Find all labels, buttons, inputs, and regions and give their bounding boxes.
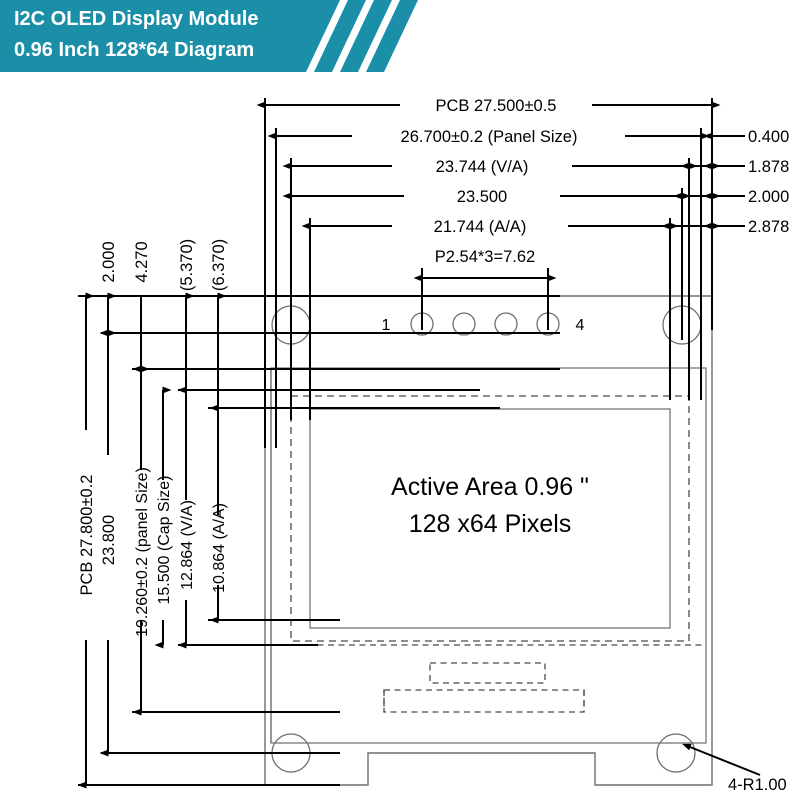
- pin-label-last: 4: [576, 317, 585, 334]
- hidden-outline-group: [265, 395, 706, 713]
- active-area-line2: 128 x64 Pixels: [409, 510, 572, 538]
- va-dashed-rect: [290, 395, 690, 642]
- dimlabel-aa-height: 10.864 (A/A): [211, 503, 228, 593]
- dimlabel-cap-height: 15.500 (Cap Size): [156, 476, 173, 605]
- radius-leader-line: [682, 743, 761, 776]
- pin-pad-2: [452, 312, 476, 336]
- left-witness-lines: [78, 295, 560, 786]
- top-left-vertical-dimension-group: 2.000 4.270 (5.370) (6.370): [99, 239, 228, 412]
- component-pad-small: [429, 662, 546, 684]
- active-area-line1: Active Area 0.96 ": [391, 473, 589, 501]
- dimlabel-va-width: 23.744 (V/A): [436, 158, 529, 176]
- dimlabel-panel-width: 26.700±0.2 (Panel Size): [401, 128, 578, 146]
- dimlabel-aa-width: 21.744 (A/A): [434, 218, 527, 236]
- banner-background: [0, 0, 340, 72]
- dimlabel-panel-height: 19.260±0.2 (panel Size): [134, 467, 151, 637]
- dimlabel-pcb-width: PCB 27.500±0.5: [436, 97, 557, 115]
- top-extension-lines: [264, 98, 713, 448]
- dimlabel-va-height: 12.864 (V/A): [179, 500, 196, 590]
- banner-stripe-1: [314, 0, 366, 72]
- dimlabel-cap-width: 23.500: [457, 188, 507, 206]
- dimlabel-right-2878: 2.878: [748, 218, 789, 236]
- dimlabel-5370-vert: (5.370): [178, 239, 196, 291]
- dimlabel-right-2000: 2.000: [748, 188, 789, 206]
- component-pad-large: [383, 689, 585, 713]
- dimlabel-2000-vert: 2.000: [100, 241, 118, 282]
- horizontal-dimension-group: PCB 27.500±0.5 26.700±0.2 (Panel Size) 2…: [256, 97, 721, 282]
- right-dimension-group: 0.400 1.878 2.000 2.878: [661, 128, 789, 236]
- pin-label-first: 1: [382, 317, 391, 334]
- pin-pads-group: 1 4: [382, 312, 585, 336]
- dimlabel-4270-vert: 4.270: [133, 241, 151, 282]
- left-vertical-dimension-group: PCB 27.800±0.2 23.800 19.260±0.2 (panel …: [77, 292, 228, 789]
- active-area-text-group: Active Area 0.96 " 128 x64 Pixels: [391, 473, 589, 538]
- banner-shape: [0, 0, 418, 72]
- pin-pad-3: [494, 312, 518, 336]
- dimlabel-23800: 23.800: [100, 515, 118, 565]
- banner-stripe-2: [340, 0, 392, 72]
- dimlabel-pin-pitch: P2.54*3=7.62: [435, 248, 535, 266]
- radius-note-label: 4-R1.00: [728, 776, 787, 794]
- dimlabel-pcb-height: PCB 27.800±0.2: [78, 475, 96, 596]
- dimlabel-right-0400: 0.400: [748, 128, 789, 146]
- banner-stripe-3: [366, 0, 418, 72]
- radius-note-group: 4-R1.00: [682, 743, 787, 794]
- panel-outline: [270, 367, 707, 744]
- mounting-holes-group: [271, 305, 702, 773]
- mounting-hole-bottom-right: [656, 733, 696, 773]
- dimlabel-right-1878: 1.878: [748, 158, 789, 176]
- dimlabel-6370-vert: (6.370): [210, 239, 228, 291]
